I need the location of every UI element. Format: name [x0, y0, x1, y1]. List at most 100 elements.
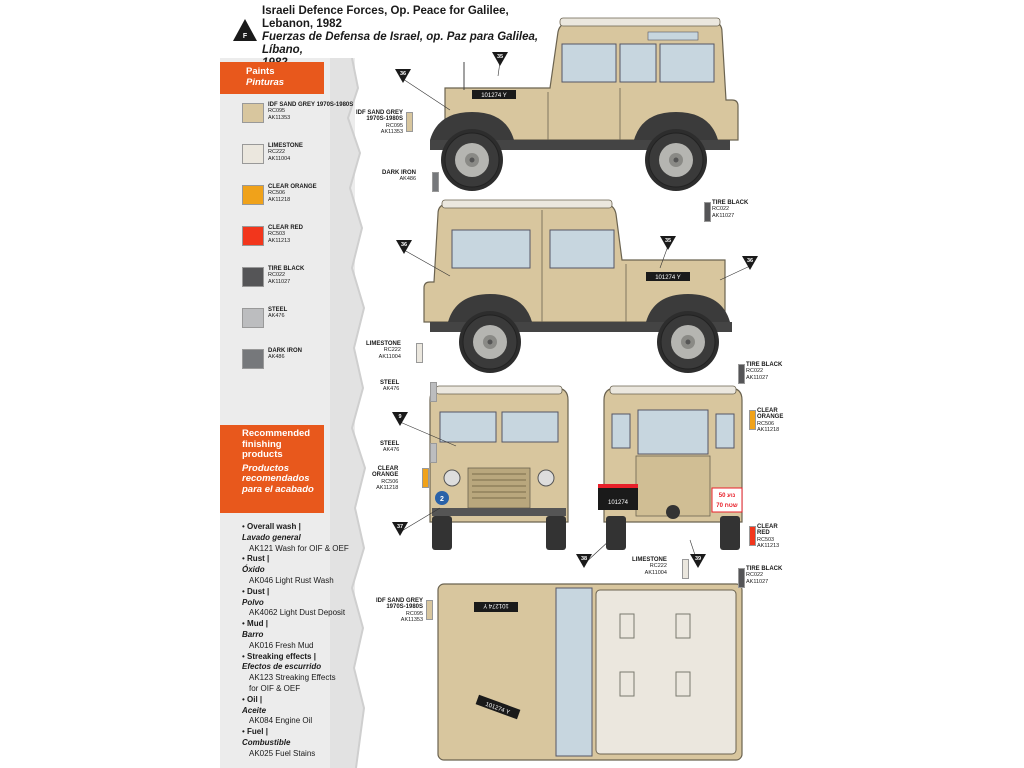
paint-name: DARK IRON [268, 348, 302, 354]
product-category-en: Rust | [247, 554, 270, 564]
bullet-icon: • [242, 554, 248, 564]
callout-line: RC022 [746, 572, 764, 579]
callout-line: AK486 [399, 176, 416, 183]
side-view-left: 101274 Y [423, 199, 732, 374]
paint-swatch-color [242, 267, 264, 287]
callout-line: RC506 [757, 420, 775, 427]
paint-code: RC222 [268, 149, 286, 156]
marker-triangle-icon [576, 554, 592, 568]
vehicle-profile-drawings: 101274 Y 101274 Y 2 [392, 17, 758, 761]
callout-line: AK11218 [376, 485, 399, 492]
paint-name: IDF SAND GREY 1970S-1980S [268, 102, 354, 108]
top-view: 101274 Y 101274 Y [437, 583, 743, 761]
product-value: AK123 Streaking Effects [249, 673, 336, 683]
marker-number: 36 [401, 242, 407, 248]
product-value: AK4062 Light Dust Deposit [249, 608, 346, 618]
paint-name: STEEL [268, 307, 288, 313]
product-heading: • Overall wash | [242, 522, 352, 533]
product-category-es: Barro [242, 629, 264, 639]
product-value: AK046 Light Rust Wash [249, 575, 334, 585]
paint-swatch-color [242, 349, 264, 369]
callout-color-chip [704, 202, 711, 222]
product-category-es: Aceite [242, 705, 267, 715]
torn-edge-decoration [330, 58, 367, 768]
marker-number: 37 [397, 524, 403, 530]
paint-swatch-color [242, 226, 264, 246]
product-value: AK084 Engine Oil [249, 716, 313, 726]
callout-color-chip [749, 410, 756, 430]
product-heading: • Oil | [242, 695, 352, 706]
paint-name: CLEAR ORANGE [268, 184, 317, 190]
callout-color-chip [432, 172, 439, 192]
side2-plate-text: 101274 Y [655, 275, 681, 281]
callout-line: DARK IRON [382, 170, 416, 176]
callout-line: AK11027 [712, 212, 735, 219]
callout-line: RED [757, 530, 770, 537]
rec-es-2: recomendados [242, 473, 310, 484]
marker-number: 35 [665, 238, 671, 244]
callout-line: LIMESTONE [632, 557, 667, 563]
callout-line: AK11353 [400, 617, 424, 624]
paint-name: LIMESTONE [268, 143, 303, 149]
paint-code: RC095 [268, 108, 286, 115]
title-spanish-line-1: Fuerzas de Defensa de Israel, op. Paz pa… [262, 31, 539, 56]
marker-number: 35 [497, 54, 503, 60]
marker-triangle-icon [660, 236, 676, 250]
callout-line: STEEL [380, 380, 400, 386]
callout-line: RC503 [757, 536, 775, 543]
callout-line: RC022 [746, 368, 764, 375]
side-view-right: 101274 Y [430, 17, 739, 192]
paint-name: TIRE BLACK [268, 266, 305, 272]
marker-number: 38 [581, 556, 587, 562]
product-category-en: Streaking effects | [247, 651, 316, 661]
callout-line: CLEAR [757, 408, 778, 414]
callout-line: 1970S-1980S [366, 116, 404, 123]
paint-code: AK11213 [268, 237, 291, 244]
product-heading: • Dust | [242, 587, 352, 598]
callout-line: IDF SAND GREY [376, 598, 424, 604]
title-english: Israeli Defence Forces, Op. Peace for Ga… [262, 5, 509, 30]
rec-en-2: finishing [242, 438, 282, 450]
callout-line: AK11004 [644, 569, 667, 576]
rec-en-1: Recommended [242, 428, 311, 439]
product-category-es: Lavado general [242, 532, 301, 542]
paint-swatch-color [242, 103, 264, 123]
paint-swatch-color [242, 185, 264, 205]
product-heading: • Streaking effects | [242, 652, 352, 663]
paint-swatch-color [242, 144, 264, 164]
product-value: AK016 Fresh Mud [249, 640, 314, 650]
callout-line: AK11027 [746, 374, 769, 381]
section-badge-icon: F [233, 19, 257, 41]
callout-line: RC506 [381, 478, 399, 485]
bullet-icon: • [242, 651, 248, 661]
marker-triangle-icon [392, 412, 408, 426]
callout-line: 1970S-1980S [386, 604, 424, 611]
marker-number: 39 [695, 556, 701, 562]
product-category-en: Oil | [247, 694, 263, 704]
callout-line: CLEAR [377, 466, 399, 472]
callout-line: AK11004 [378, 353, 401, 360]
callout-color-chip [749, 526, 756, 546]
callout-color-chip [738, 568, 745, 588]
product-category-en: Mud | [247, 619, 268, 629]
callout-line: STEEL [380, 441, 400, 447]
